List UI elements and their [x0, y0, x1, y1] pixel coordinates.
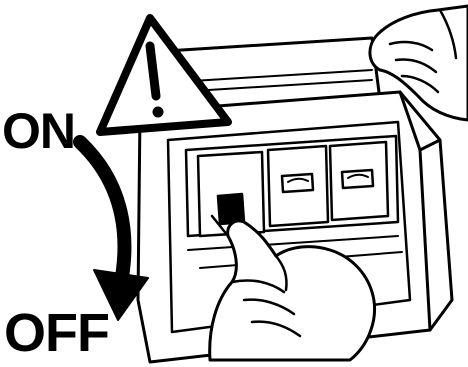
- breaker-2: [268, 146, 328, 226]
- breaker-handle[interactable]: [282, 174, 313, 192]
- breaker-handle[interactable]: [342, 170, 373, 188]
- breaker-3: [330, 142, 388, 220]
- off-label: OFF: [4, 306, 109, 360]
- on-label: ON: [2, 106, 75, 156]
